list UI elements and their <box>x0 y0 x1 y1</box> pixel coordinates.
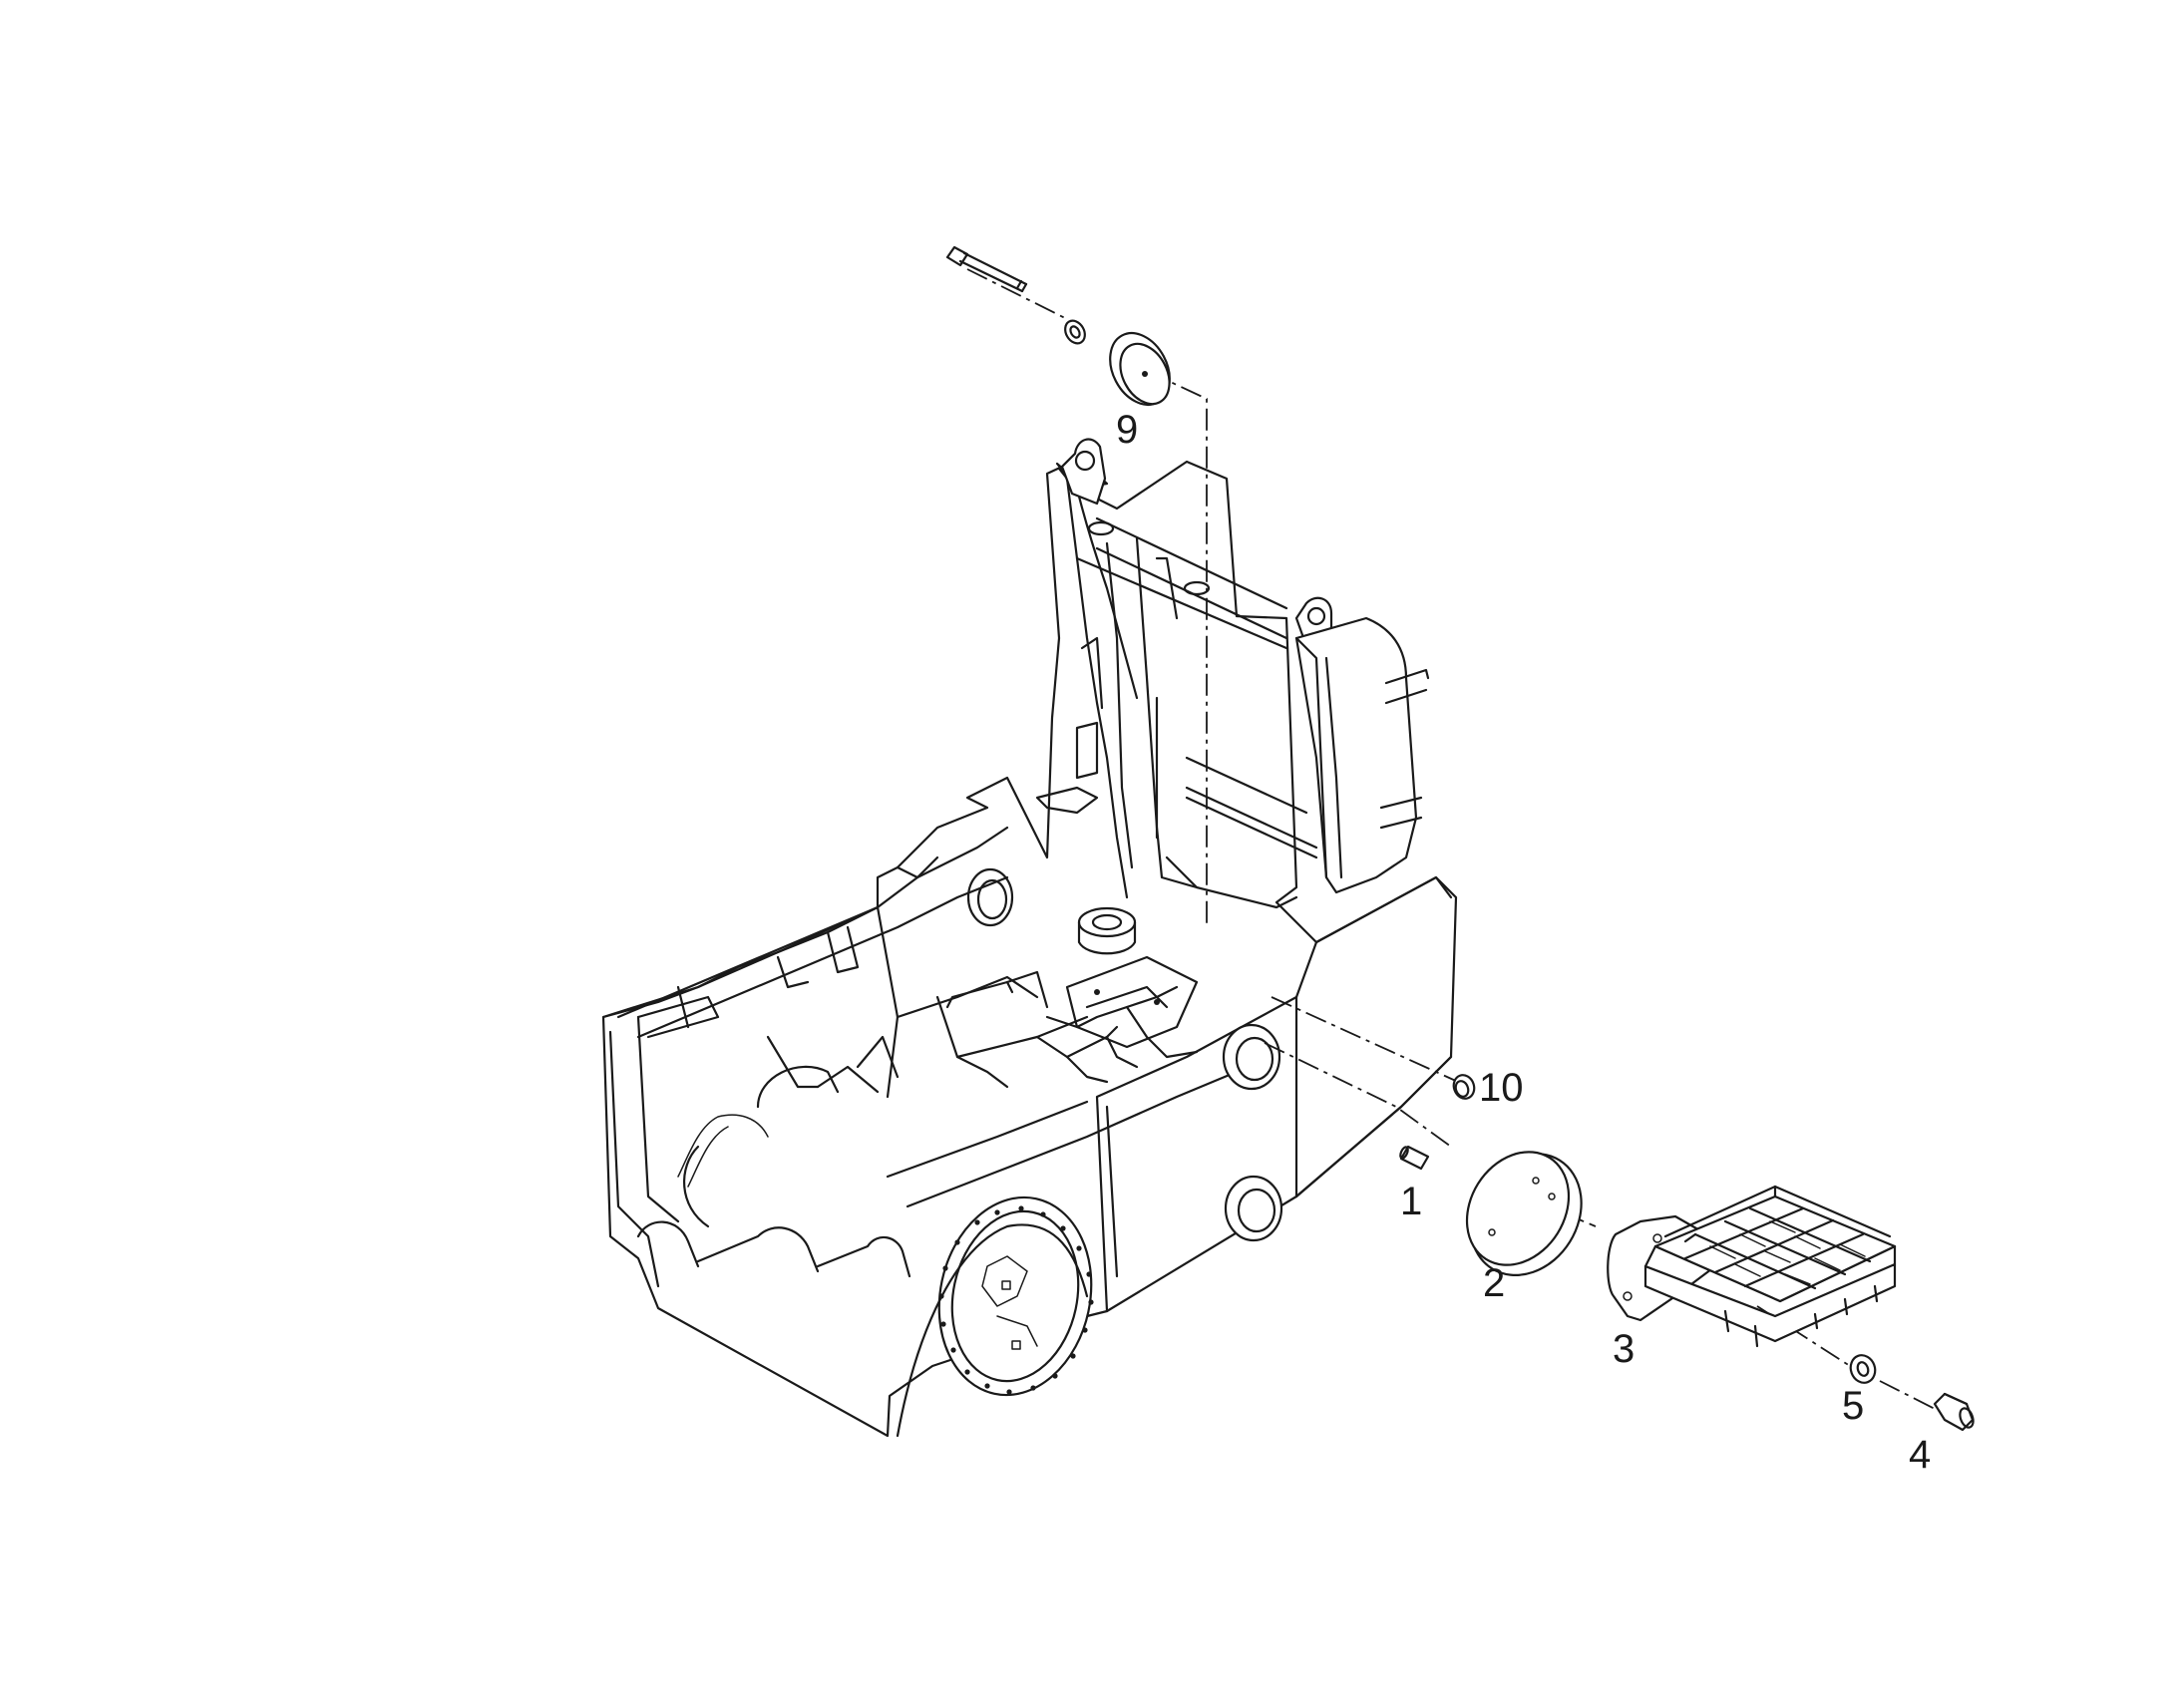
part-4-bolt <box>1933 1392 1975 1432</box>
round-cover-plate <box>1109 332 1171 406</box>
callout-1: 1 <box>1400 1180 1422 1223</box>
callout-5: 5 <box>1842 1384 1864 1428</box>
part-10-plug <box>1452 1074 1476 1100</box>
bearing-bolt-holes <box>938 1205 1094 1395</box>
callout-9: 9 <box>1116 408 1138 452</box>
callout-4: 4 <box>1909 1433 1931 1477</box>
part-3-step <box>1607 1185 1897 1348</box>
part-9-cover-assembly <box>945 245 1171 406</box>
part-2-disc <box>1465 1151 1583 1276</box>
long-bolt <box>945 245 1028 293</box>
callout-3: 3 <box>1613 1327 1635 1371</box>
callout-2: 2 <box>1483 1261 1505 1305</box>
callout-10: 10 <box>1479 1066 1524 1110</box>
part-5-washer <box>1849 1354 1877 1384</box>
callout-labels: 9 10 1 2 3 5 4 <box>1116 408 1931 1477</box>
main-frame <box>601 438 1458 1438</box>
part-1-pin <box>1399 1145 1430 1171</box>
washer <box>1064 319 1086 345</box>
